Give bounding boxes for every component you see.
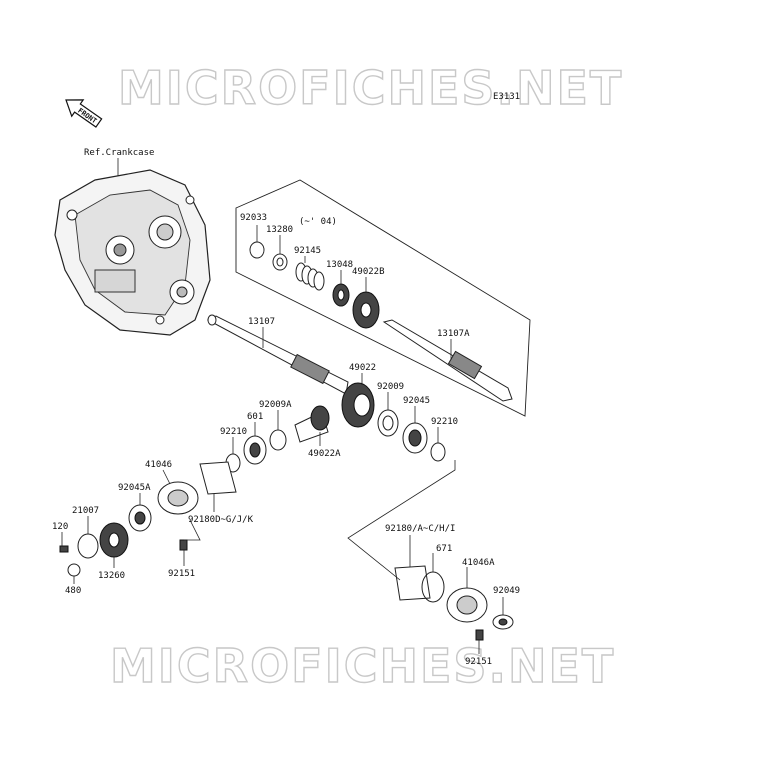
front-arrow-icon: FRONT (65, 99, 103, 128)
label-92180D: 92180D~G/J/K (188, 515, 254, 525)
option-group-box (235, 179, 531, 417)
label-13107A: 13107A (437, 329, 470, 339)
label-13280: 13280 (266, 225, 293, 235)
label-41046: 41046 (145, 460, 172, 470)
shaft-13107A (382, 319, 513, 402)
bearing-92009 (377, 409, 399, 437)
gear-13260 (99, 522, 129, 558)
label-92210-right: 92210 (431, 417, 458, 427)
bolt-92151-right (475, 629, 484, 641)
gear-49022 (341, 382, 375, 428)
leader-lines (61, 225, 504, 654)
part-labels: 92033 13280 (~' 04) 92145 13048 49022B 1… (52, 213, 520, 667)
ref-crankcase-label: Ref.Crankcase (84, 148, 154, 158)
label-92180: 92180/A~C/H/I (385, 524, 455, 534)
diagram-code: E3131 (493, 92, 520, 102)
label-49022B: 49022B (352, 267, 385, 277)
bolt-92151-left (179, 539, 188, 551)
label-13107: 13107 (248, 317, 275, 327)
label-year: (~' 04) (299, 217, 337, 227)
gasket-92180D (199, 461, 237, 495)
label-480: 480 (65, 586, 81, 596)
cover-21007 (77, 533, 99, 559)
watermark-top: MICROFICHES.NET (118, 61, 623, 115)
gasket-92180 (394, 565, 431, 601)
bolt-120 (59, 545, 69, 553)
label-21007: 21007 (72, 506, 99, 516)
ring-480 (67, 563, 81, 577)
label-41046A: 41046A (462, 558, 495, 568)
label-92145: 92145 (294, 246, 321, 256)
label-92009A: 92009A (259, 400, 292, 410)
label-120: 120 (52, 522, 68, 532)
label-92151-left: 92151 (168, 569, 195, 579)
housing-41046 (157, 481, 199, 515)
watermark-bottom: MICROFICHES.NET (110, 639, 615, 693)
seal-92210-right (430, 442, 446, 462)
gear-49022B (352, 291, 380, 329)
bearing-92045A (128, 504, 152, 532)
label-13048: 13048 (326, 260, 353, 270)
label-92033: 92033 (240, 213, 267, 223)
bearing-92009A (269, 429, 287, 451)
label-13260: 13260 (98, 571, 125, 581)
label-92045A: 92045A (118, 483, 151, 493)
label-671: 671 (436, 544, 452, 554)
pinion-49022A (294, 405, 330, 443)
label-92045: 92045 (403, 396, 430, 406)
bearing-601 (243, 435, 267, 465)
spring-92145 (295, 262, 325, 291)
shaft-13107 (206, 314, 349, 395)
label-601: 601 (247, 412, 263, 422)
ring-92033 (249, 241, 265, 259)
gear-13048 (332, 283, 350, 307)
label-92049: 92049 (493, 586, 520, 596)
label-49022: 49022 (349, 363, 376, 373)
washer-92049 (492, 614, 514, 630)
label-92009: 92009 (377, 382, 404, 392)
label-92210-left: 92210 (220, 427, 247, 437)
crankcase-housing (54, 169, 211, 336)
housing-41046A (446, 587, 488, 623)
label-49022A: 49022A (308, 449, 341, 459)
bearing-92045 (402, 422, 428, 454)
label-92151-right: 92151 (465, 657, 492, 667)
